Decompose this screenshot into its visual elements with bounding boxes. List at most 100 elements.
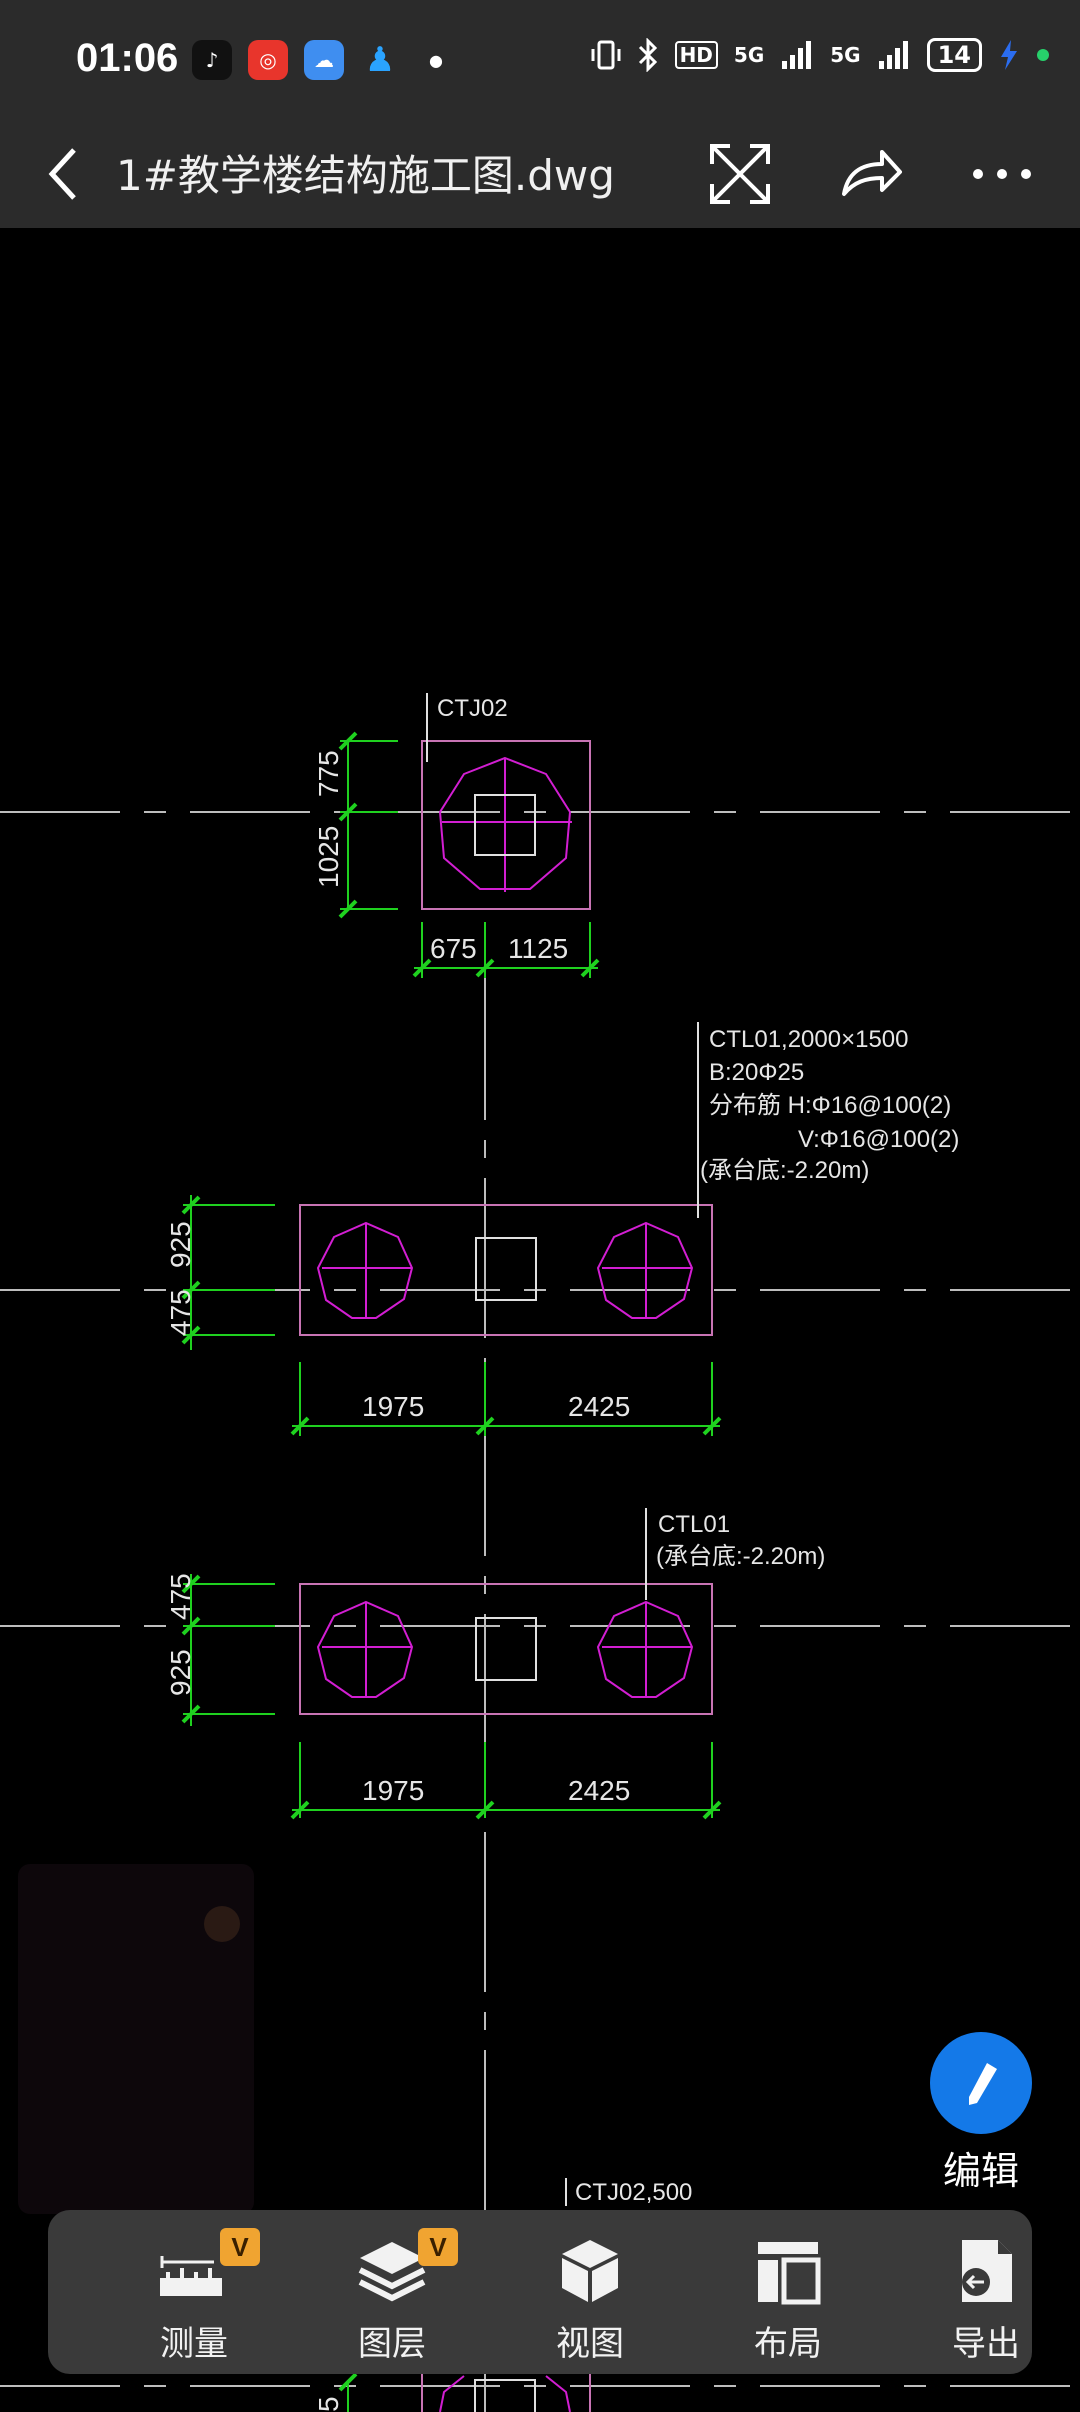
pencil-icon [969,2063,997,2105]
measure-label: 测量 [160,2324,228,2364]
edit-button[interactable] [930,2032,1032,2134]
ctj02-tick-left [412,958,432,978]
dim-2425-a: 2425 [568,1391,630,1422]
export-file-icon [962,2240,1012,2302]
status-bar: 01:06 ♪ ◎ ☁ ♟ ● HD 5G 5G 14 [0,0,1080,120]
ctl01-1-tick-top [181,1195,201,1215]
layers-label: 图层 [358,2324,426,2364]
ctl01-2-tick-top [181,1574,201,1594]
measure-tool[interactable]: V 测量 [114,2210,274,2374]
dim-775: 775 [313,750,344,797]
ctl01-spec-line5: (承台底:-2.20m) [700,1157,869,1184]
dim-475-b: 475 [165,1573,196,1620]
ctj02-tick-center [475,958,495,978]
dim-1975-b: 1975 [362,1775,424,1806]
ctl01-label: CTL01 [658,1511,730,1538]
expand-icon [710,144,770,204]
more-options-button[interactable] [962,134,1042,214]
status-dot-icon [1037,49,1049,61]
view-tool[interactable]: 视图 [510,2210,670,2374]
ctj02-cap: CTJ02 [421,693,591,910]
title-bar: 1#教学楼结构施工图.dwg [0,120,1080,228]
ctl01-spec-line2: B:20Φ25 [709,1059,804,1086]
dim-bottom-partial: 5 [313,2396,344,2412]
notification-icons: ♪ ◎ ☁ ♟ ● [192,40,456,80]
dim-2425-b: 2425 [568,1775,630,1806]
ctl01-base-elevation: (承台底:-2.20m) [656,1543,825,1570]
ctl01-2-pile-right [596,1600,694,1698]
battery-indicator: 14 [926,38,982,72]
vibrate-icon [591,40,621,70]
ctl01-2-pile-left [316,1600,414,1698]
status-time: 01:06 [76,36,179,80]
ctl01-1-pile-left [316,1221,414,1319]
ctl01-spec-text: CTL01,2000×1500 B:20Φ25 分布筋 H:Φ16@100(2)… [700,1026,959,1184]
back-button[interactable] [40,136,112,212]
dim-1975-a: 1975 [362,1391,424,1422]
file-title: 1#教学楼结构施工图.dwg [116,151,615,200]
signal-icon-2 [878,41,908,69]
ctj02-tick-bot [338,899,358,919]
ctl01-1-dim-text: 925 475 1975 2425 [165,1221,630,1422]
dim-925-b: 925 [165,1649,196,1696]
ctj02-bottom-pile-left [439,2375,465,2412]
ctj02-bottom-column [474,2379,536,2412]
video-preview [204,1906,240,1942]
ctj02-bottom-pile-right [545,2375,571,2412]
ctl01-2-tick-right [702,1800,722,1820]
ctl01-1-outline [299,1204,713,1336]
ctl01-2-dim-text: 475 925 1975 2425 [165,1573,630,1806]
ctj02-tick-right [580,958,600,978]
floating-video-window[interactable] [18,1864,254,2214]
layers-tool[interactable]: V 图层 [312,2210,472,2374]
system-status: HD 5G 5G 14 [591,38,1050,72]
ruler-icon [160,2256,222,2296]
qq-icon: ♟ [364,40,396,80]
ctl01-1-tick-bot [181,1325,201,1345]
ctl01-2-dimensions [181,1574,722,1820]
network-label-2: 5G [830,43,861,67]
ctj02-column [474,794,536,856]
chevron-left-icon [48,148,76,200]
ctl01-2-column [475,1617,537,1681]
fullscreen-button[interactable] [700,134,780,214]
ctl01-1-tick-mid [181,1280,201,1300]
tiktok-icon: ♪ [192,40,232,80]
ctl01-2-labels: CTL01 (承台底:-2.20m) [656,1511,825,1570]
ctl01-1-column [475,1237,537,1301]
dim-1025: 1025 [313,826,344,888]
ctl01-1-pile-right [596,1221,694,1319]
cube-icon [562,2240,618,2302]
ctj02-bottom-partial: CTJ02,500 5 [313,2178,692,2412]
ctl01-cap-2 [299,1508,713,1715]
ctj02-outline [421,740,591,910]
bluetooth-icon [638,38,657,72]
ctj02-tick-mid [338,802,358,822]
dim-1125: 1125 [508,933,568,964]
ctl01-cap-1 [299,1022,713,1336]
ctl01-1-tick-center [475,1416,495,1436]
ctl01-2-tick-center [475,1800,495,1820]
ctj02-tick-top [338,731,358,751]
layout-label: 布局 [754,2324,822,2364]
ctl01-2-outline [299,1583,713,1715]
view-label: 视图 [556,2324,624,2364]
edit-label: 编辑 [942,2149,1019,2193]
more-dots-icon [973,169,1031,179]
ctl01-2-tick-mid [181,1616,201,1636]
cad-drawing[interactable]: CTJ02 775 1025 675 1125 [0,228,1080,2412]
layout-icon [758,2242,821,2305]
vip-badge-icon: V [220,2228,260,2266]
hd-badge: HD [674,41,718,69]
charging-icon [1001,40,1017,70]
layout-tool[interactable]: 布局 [708,2210,868,2374]
signal-icon [782,41,812,69]
video-face-thumb [204,1906,240,1942]
export-label: 导出 [952,2324,1020,2364]
more-notifications-dot-icon: ● [429,50,443,70]
share-icon [842,150,902,196]
share-button[interactable] [830,134,910,214]
export-tool[interactable]: 导出 [906,2210,1066,2374]
ctl01-spec-line1: CTL01,2000×1500 [709,1026,909,1053]
ctj02-label: CTJ02 [437,695,508,722]
